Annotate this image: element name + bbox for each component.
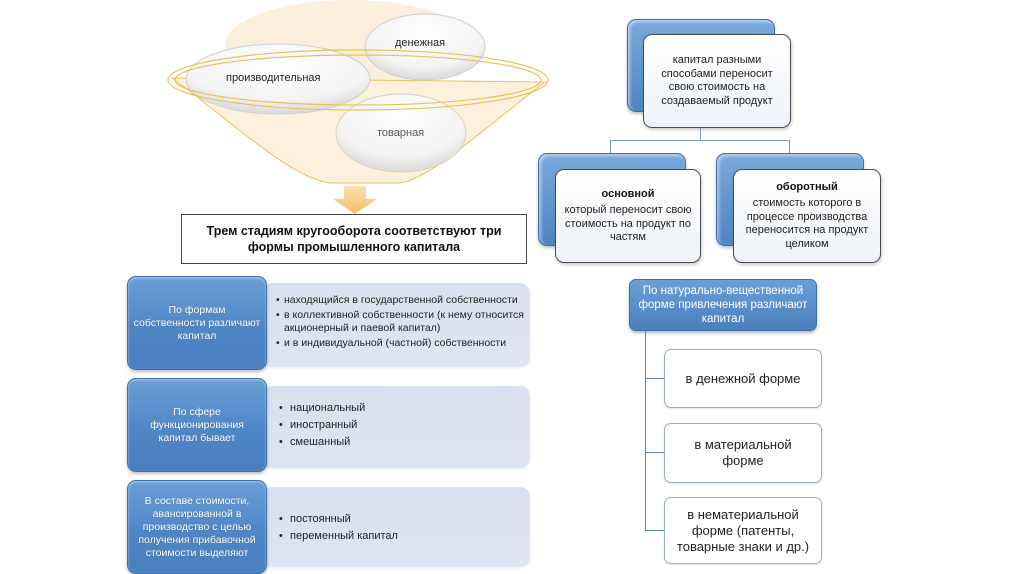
list-item: находящийся в государственной собственно… <box>276 294 528 307</box>
list-item: в коллективной собственности (к нему отн… <box>276 309 528 335</box>
stage-money-ellipse <box>364 13 486 81</box>
stage-label-money: денежная <box>395 37 446 49</box>
heading-line-2: формы промышленного капитала <box>247 240 461 254</box>
connector-line <box>789 140 790 153</box>
heading-line-1: Трем стадиям кругооборота соответствуют … <box>206 224 502 238</box>
transfer-root-card: капитал разными способами переносит свою… <box>643 34 791 128</box>
value-bullet-list: постоянный переменный капитал <box>279 511 519 545</box>
capital-forms-heading: Трем стадиям кругооборота соответствуют … <box>181 214 527 264</box>
working-capital-text: стоимость которого в процессе производст… <box>745 197 869 250</box>
connector-line <box>645 331 646 531</box>
list-item: иностранный <box>279 417 519 433</box>
circulation-funnel <box>167 0 549 214</box>
arrow-down-icon <box>333 186 377 214</box>
natural-form-item: в материальной форме <box>664 423 822 483</box>
list-item: и в индивидуальной (частной) собственнос… <box>276 337 528 350</box>
list-item: постоянный <box>279 511 519 527</box>
ownership-row-title: По формам собственности различают капита… <box>127 276 267 370</box>
funnel-rim-outer <box>167 49 549 111</box>
natural-form-header-text: По натурально-вещественной форме привлеч… <box>638 285 808 325</box>
value-row-panel <box>262 487 530 567</box>
fixed-capital-card: основной который переносит свою стоимост… <box>555 169 701 263</box>
stage-commodity-ellipse <box>335 93 467 173</box>
natural-form-item-text: в материальной форме <box>694 437 792 468</box>
working-capital-title: оборотный <box>776 180 838 193</box>
list-item: переменный капитал <box>279 528 519 544</box>
ownership-bullet-list: находящийся в государственной собственно… <box>276 294 528 352</box>
sphere-title-text: По сфере функционирования капитал бывает <box>150 405 244 444</box>
natural-form-item: в денежной форме <box>664 349 822 408</box>
connector-line <box>645 530 664 531</box>
connector-line <box>700 128 701 140</box>
list-item: национальный <box>279 400 519 416</box>
stage-label-commodity: товарная <box>377 127 425 139</box>
fixed-capital-text: который переносит свою стоимость на прод… <box>564 204 692 243</box>
connector-line <box>645 452 664 453</box>
natural-form-item: в нематериальной форме (патенты, товарны… <box>664 497 822 564</box>
value-title-text: В составе стоимости, авансированной в пр… <box>138 494 256 559</box>
sphere-bullet-list: национальный иностранный смешанный <box>279 400 519 451</box>
connector-line <box>610 140 611 153</box>
transfer-root-text: капитал разными способами переносит свою… <box>661 54 773 107</box>
ownership-title-text: По формам собственности различают капита… <box>133 303 261 342</box>
sphere-row-title: По сфере функционирования капитал бывает <box>127 378 267 472</box>
working-capital-card: оборотный стоимость которого в процессе … <box>733 169 881 263</box>
natural-form-item-text: в денежной форме <box>685 370 801 386</box>
natural-form-header: По натурально-вещественной форме привлеч… <box>629 279 817 331</box>
fixed-capital-title: основной <box>601 187 655 200</box>
natural-form-item-text: в нематериальной форме (патенты, товарны… <box>676 506 810 554</box>
funnel-rim-inner <box>174 54 542 106</box>
value-row-title: В составе стоимости, авансированной в пр… <box>127 480 267 574</box>
list-item: смешанный <box>279 434 519 450</box>
connector-line <box>645 378 664 379</box>
stage-label-productive: производительная <box>226 72 321 84</box>
connector-line <box>610 140 790 141</box>
